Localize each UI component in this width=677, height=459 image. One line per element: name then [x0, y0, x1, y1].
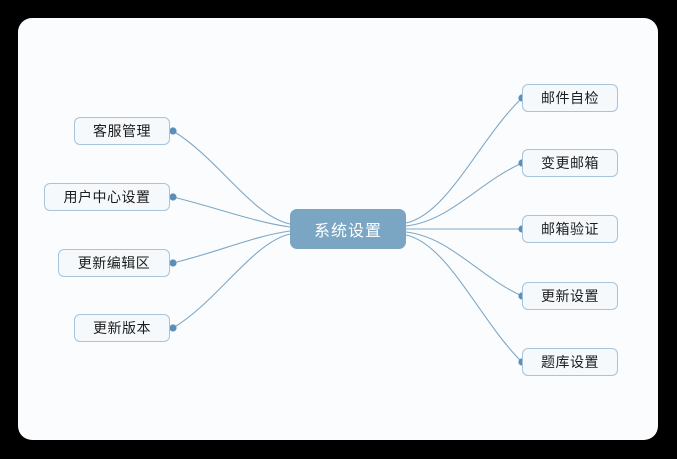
connector-dot-left-2 — [169, 193, 177, 201]
node-update-version[interactable]: 更新版本 — [74, 314, 170, 342]
connector-dot-left-1 — [169, 127, 177, 135]
node-update-editor-area[interactable]: 更新编辑区 — [58, 249, 170, 277]
edge-right-4 — [405, 231, 523, 297]
node-customer-service-management[interactable]: 客服管理 — [74, 117, 170, 145]
connector-dot-left-3 — [169, 259, 177, 267]
edge-right-1 — [405, 97, 523, 224]
node-user-center-settings[interactable]: 用户中心设置 — [44, 183, 170, 211]
node-change-mailbox[interactable]: 变更邮箱 — [522, 149, 618, 177]
edge-right-5 — [405, 234, 523, 363]
edge-left-3 — [172, 230, 291, 264]
connector-dot-left-4 — [169, 324, 177, 332]
center-node-system-settings[interactable]: 系统设置 — [290, 209, 406, 249]
edge-left-4 — [172, 233, 291, 329]
edge-left-2 — [172, 196, 291, 228]
node-question-bank-settings[interactable]: 题库设置 — [522, 348, 618, 376]
node-mail-self-check[interactable]: 邮件自检 — [522, 84, 618, 112]
mindmap-canvas: 系统设置 客服管理 用户中心设置 更新编辑区 更新版本 邮件自检 变更邮箱 邮箱… — [18, 18, 658, 440]
edge-left-1 — [172, 130, 291, 225]
node-update-settings[interactable]: 更新设置 — [522, 282, 618, 310]
node-mailbox-verification[interactable]: 邮箱验证 — [522, 215, 618, 243]
edge-right-2 — [405, 162, 523, 227]
